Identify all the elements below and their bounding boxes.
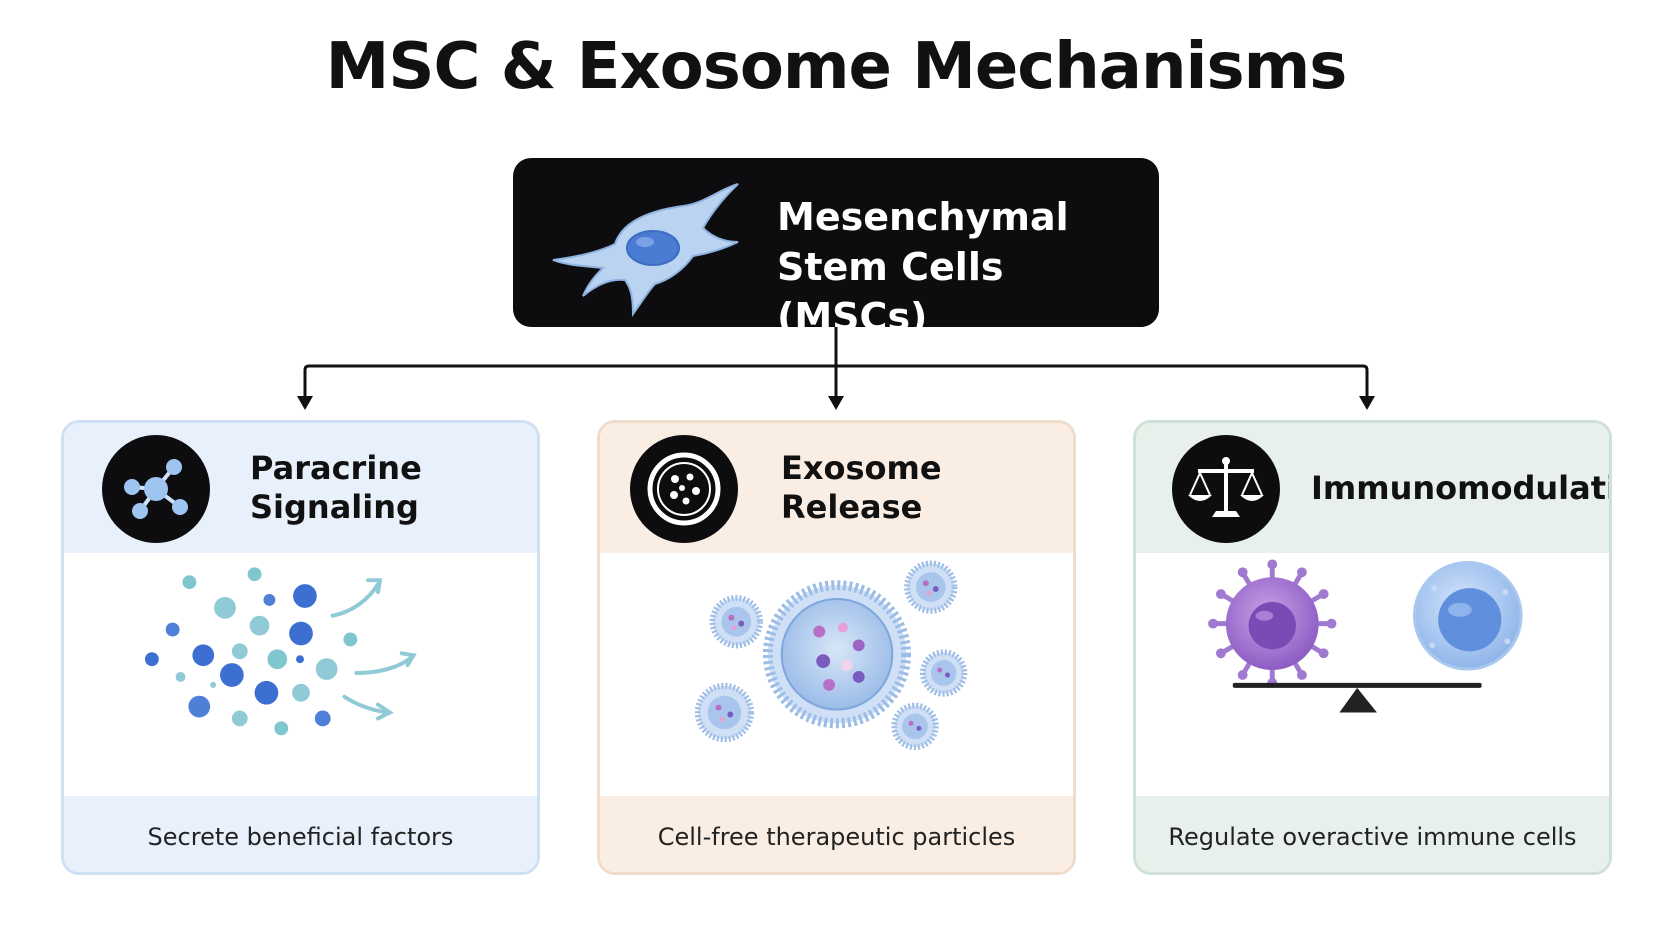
page-title: MSC & Exosome Mechanisms — [325, 30, 1348, 104]
main-exosome — [762, 580, 912, 729]
arrow-left — [297, 396, 313, 410]
root-label: Mesenchymal Stem Cells (MSCs) — [777, 195, 1069, 339]
card-header: Paracrine Signaling — [64, 423, 537, 553]
card-illustration — [64, 553, 537, 796]
vesicle-icon — [630, 435, 738, 543]
card-header: Immunomodulation — [1136, 423, 1609, 553]
balanced-immune-cells-illustration — [1208, 559, 1523, 713]
card-header: Exosome Release — [600, 423, 1073, 553]
card-immunomodulation: Immunomodulation — [1133, 420, 1612, 875]
molecule-icon — [102, 435, 210, 543]
regulated-immune-cell — [1412, 560, 1523, 671]
secreted-factors-illustration — [144, 567, 417, 736]
stem-cell-icon — [552, 183, 739, 318]
card-paracrine-signaling: Paracrine Signaling — [61, 420, 540, 875]
connector-bar — [303, 364, 1369, 400]
card-title: Exosome Release — [781, 449, 942, 526]
card-title: Immunomodulation — [1311, 469, 1609, 507]
flow-arrows — [330, 578, 417, 721]
card-exosome-release: Exosome Release — [597, 420, 1076, 875]
arrow-right — [1359, 396, 1375, 410]
card-illustration — [600, 553, 1073, 796]
card-illustration — [1136, 553, 1609, 796]
overactive-immune-cell — [1208, 559, 1337, 688]
card-caption: Cell-free therapeutic particles — [600, 796, 1073, 872]
particle-cluster — [144, 567, 358, 736]
arrow-center — [828, 396, 844, 410]
scales-icon — [1172, 435, 1280, 543]
msc-root-node: Mesenchymal Stem Cells (MSCs) — [513, 158, 1159, 339]
card-caption: Secrete beneficial factors — [64, 796, 537, 872]
card-caption: Regulate overactive immune cells — [1136, 796, 1609, 872]
exosome-particles-illustration — [694, 560, 968, 751]
small-exosomes — [694, 560, 968, 751]
card-title: Paracrine Signaling — [250, 449, 422, 526]
balance-beam — [1232, 682, 1482, 713]
